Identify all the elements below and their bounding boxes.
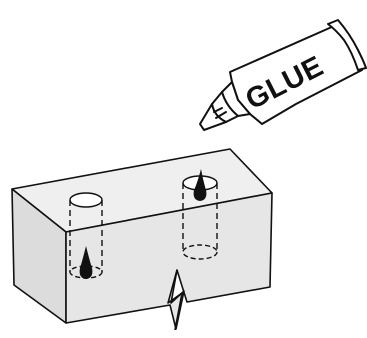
block-front-face	[65, 192, 273, 330]
glue-tube-nozzle-tip	[199, 103, 227, 131]
glue-tube	[199, 19, 367, 131]
hole-left-top-opening	[69, 192, 103, 208]
glue-tube-nozzle-line-2	[215, 111, 227, 119]
hole-left	[69, 192, 103, 279]
glue-drop-left	[79, 246, 93, 279]
block	[11, 148, 273, 330]
glue-drop-right	[193, 169, 207, 201]
crack	[167, 269, 183, 331]
glue-tube-nozzle-line	[213, 107, 223, 113]
hole-right-bottom	[182, 244, 218, 260]
glue-tube-crimp	[327, 19, 367, 71]
